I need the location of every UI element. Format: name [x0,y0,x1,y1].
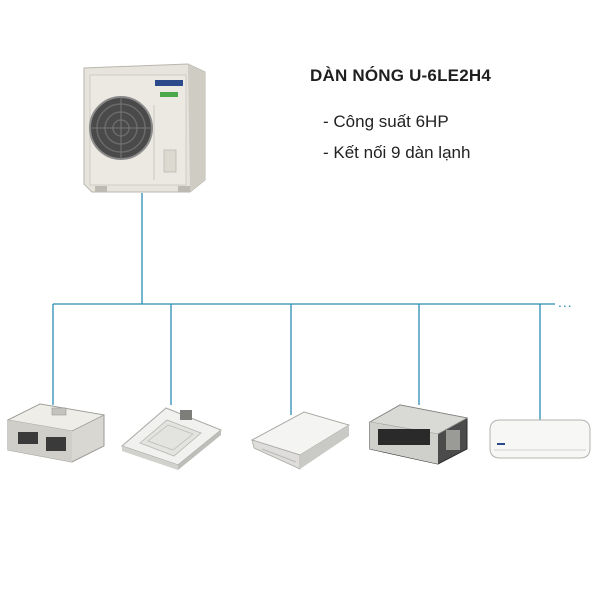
outdoor-unit [83,63,206,193]
indoor-unit-ducted [6,403,106,463]
continuation-marker: ... [558,294,573,310]
eco-badge-icon [160,92,178,97]
brand-logo [155,80,183,86]
indoor-unit-ceiling-suspended [250,411,351,470]
indoor-unit-wall-mounted [489,419,591,459]
indoor-unit-slim-ducted [368,404,469,465]
outdoor-unit-title: DÀN NÓNG U-6LE2H4 [310,66,491,85]
spec-capacity: - Công suất 6HP [323,112,449,131]
indoor-unit-cassette [121,407,222,470]
pipe-network [52,193,555,420]
spec-connections: - Kết nối 9 dàn lạnh [323,143,471,162]
